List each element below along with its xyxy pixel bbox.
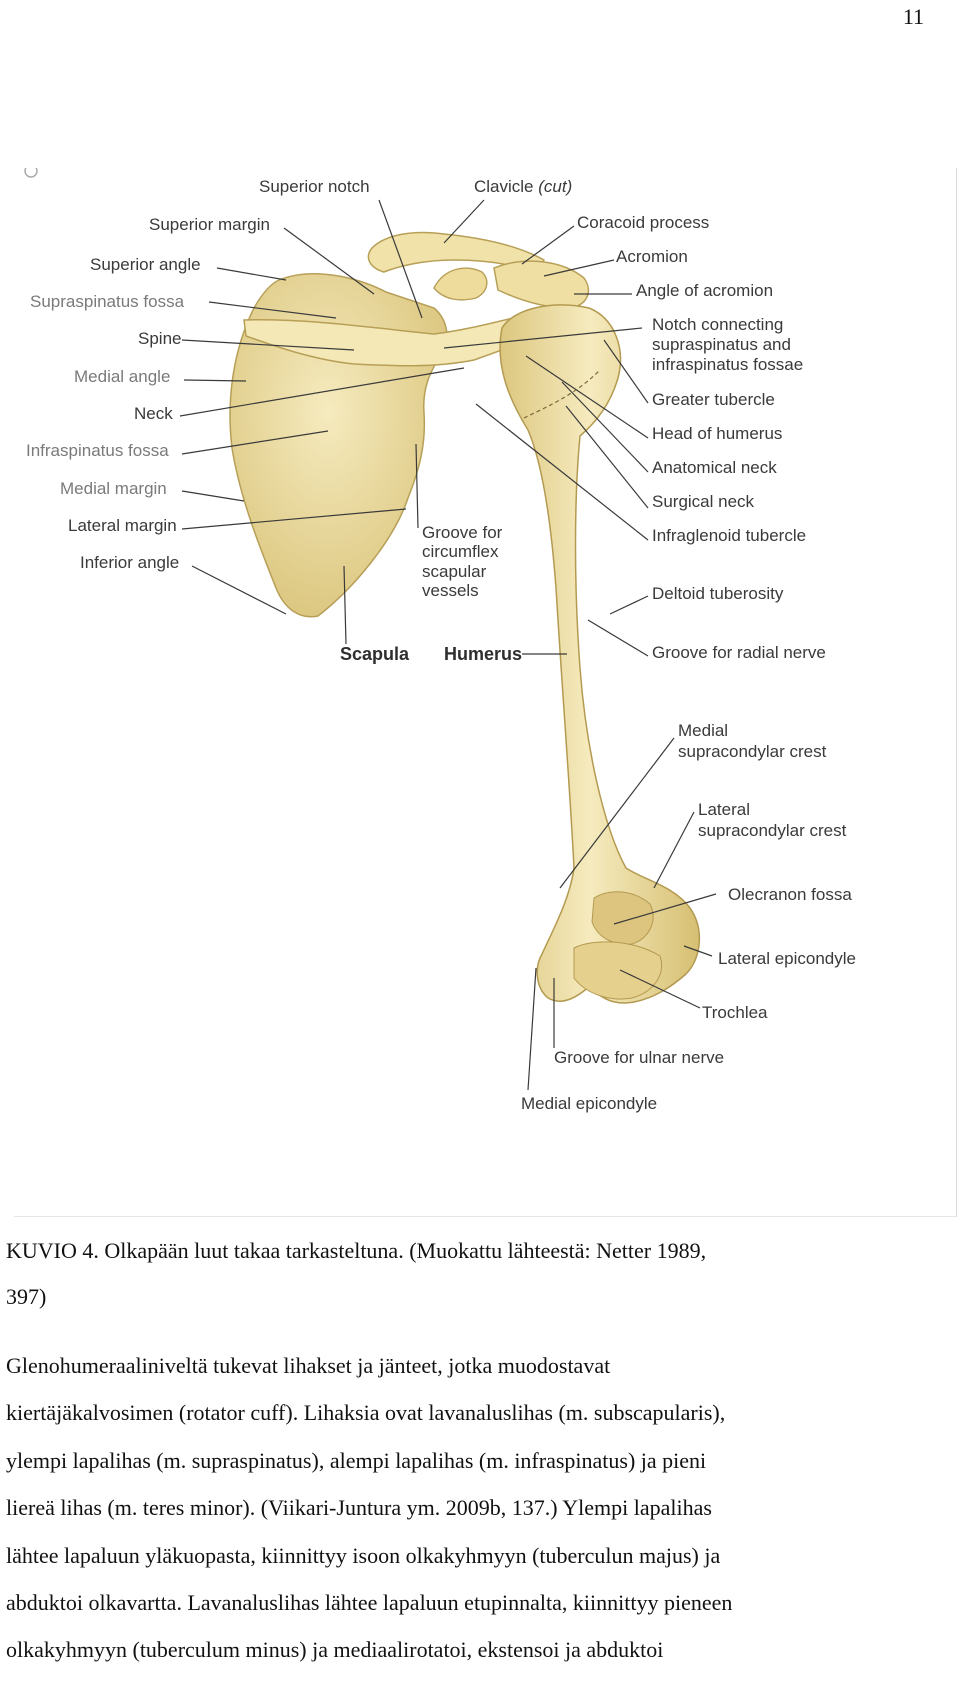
body-line: kiertäjäkalvosimen (rotator cuff). Lihak… xyxy=(6,1389,936,1436)
label-olecranon-fossa: Olecranon fossa xyxy=(728,885,852,904)
label-infraspinatus-fossa: Infraspinatus fossa xyxy=(26,441,169,460)
label-angle-of-acromion: Angle of acromion xyxy=(636,281,773,300)
label-surgical-neck: Surgical neck xyxy=(652,492,755,511)
body-line: liereä lihas (m. teres minor). (Viikari-… xyxy=(6,1484,936,1531)
label-groove-circumflex-4: vessels xyxy=(422,581,479,600)
label-medial-supracondylar-2: supracondylar crest xyxy=(678,742,827,761)
label-lateral-epicondyle: Lateral epicondyle xyxy=(718,949,856,968)
label-medial-angle: Medial angle xyxy=(74,367,170,386)
page-number: 11 xyxy=(903,4,924,30)
label-head-of-humerus: Head of humerus xyxy=(652,424,782,443)
label-superior-angle: Superior angle xyxy=(90,255,201,274)
body-line: lähtee lapaluun yläkuopasta, kiinnittyy … xyxy=(6,1532,936,1579)
label-neck: Neck xyxy=(134,404,173,423)
label-supraspinatus-fossa: Supraspinatus fossa xyxy=(30,292,185,311)
label-notch-line-2: supraspinatus and xyxy=(652,335,791,354)
label-medial-epicondyle: Medial epicondyle xyxy=(521,1094,657,1113)
body-line: olkakyhmyyn (tuberculum minus) ja mediaa… xyxy=(6,1626,936,1673)
caption-line-1: KUVIO 4. Olkapään luut takaa tarkasteltu… xyxy=(6,1228,906,1274)
label-spine: Spine xyxy=(138,329,181,348)
label-greater-tubercle: Greater tubercle xyxy=(652,390,775,409)
label-notch-line-3: infraspinatus fossae xyxy=(652,355,803,374)
label-medial-supracondylar-1: Medial xyxy=(678,721,728,740)
label-groove-circumflex-3: scapular xyxy=(422,562,487,581)
caption-line-2: 397) xyxy=(6,1274,906,1320)
label-inferior-angle: Inferior angle xyxy=(80,553,179,572)
figure-caption: KUVIO 4. Olkapään luut takaa tarkasteltu… xyxy=(6,1228,906,1320)
label-notch-line-1: Notch connecting xyxy=(652,315,783,334)
label-superior-margin: Superior margin xyxy=(149,215,270,234)
body-line: ylempi lapalihas (m. supraspinatus), ale… xyxy=(6,1437,936,1484)
trochlea-shape xyxy=(574,942,662,999)
label-groove-radial-nerve: Groove for radial nerve xyxy=(652,643,826,662)
label-infraglenoid-tubercle: Infraglenoid tubercle xyxy=(652,526,806,545)
acromion-bone xyxy=(494,261,588,308)
label-clavicle: Clavicle (cut) xyxy=(474,177,572,196)
label-acromion: Acromion xyxy=(616,247,688,266)
label-groove-ulnar-nerve: Groove for ulnar nerve xyxy=(554,1048,724,1067)
label-scapula: Scapula xyxy=(340,644,410,664)
label-lateral-supracondylar-1: Lateral xyxy=(698,800,750,819)
label-lateral-supracondylar-2: supracondylar crest xyxy=(698,821,847,840)
label-groove-circumflex-1: Groove for xyxy=(422,523,503,542)
label-anatomical-neck: Anatomical neck xyxy=(652,458,777,477)
label-groove-circumflex-2: circumflex xyxy=(422,542,499,561)
label-humerus: Humerus xyxy=(444,644,522,664)
body-paragraph: Glenohumeraaliniveltä tukevat lihakset j… xyxy=(6,1342,936,1674)
label-trochlea: Trochlea xyxy=(702,1003,768,1022)
body-line: Glenohumeraaliniveltä tukevat lihakset j… xyxy=(6,1342,936,1389)
anatomy-illustration: Superior notch Superior margin Superior … xyxy=(14,168,956,1216)
label-coracoid-process: Coracoid process xyxy=(577,213,709,232)
label-lateral-margin: Lateral margin xyxy=(68,516,177,535)
shoulder-bones-figure: Superior notch Superior margin Superior … xyxy=(14,168,957,1217)
label-deltoid-tuberosity: Deltoid tuberosity xyxy=(652,584,784,603)
corner-mark-icon xyxy=(25,168,37,177)
label-superior-notch: Superior notch xyxy=(259,177,370,196)
coracoid-bone xyxy=(434,268,487,300)
body-line: abduktoi olkavartta. Lavanaluslihas läht… xyxy=(6,1579,936,1626)
label-medial-margin: Medial margin xyxy=(60,479,167,498)
